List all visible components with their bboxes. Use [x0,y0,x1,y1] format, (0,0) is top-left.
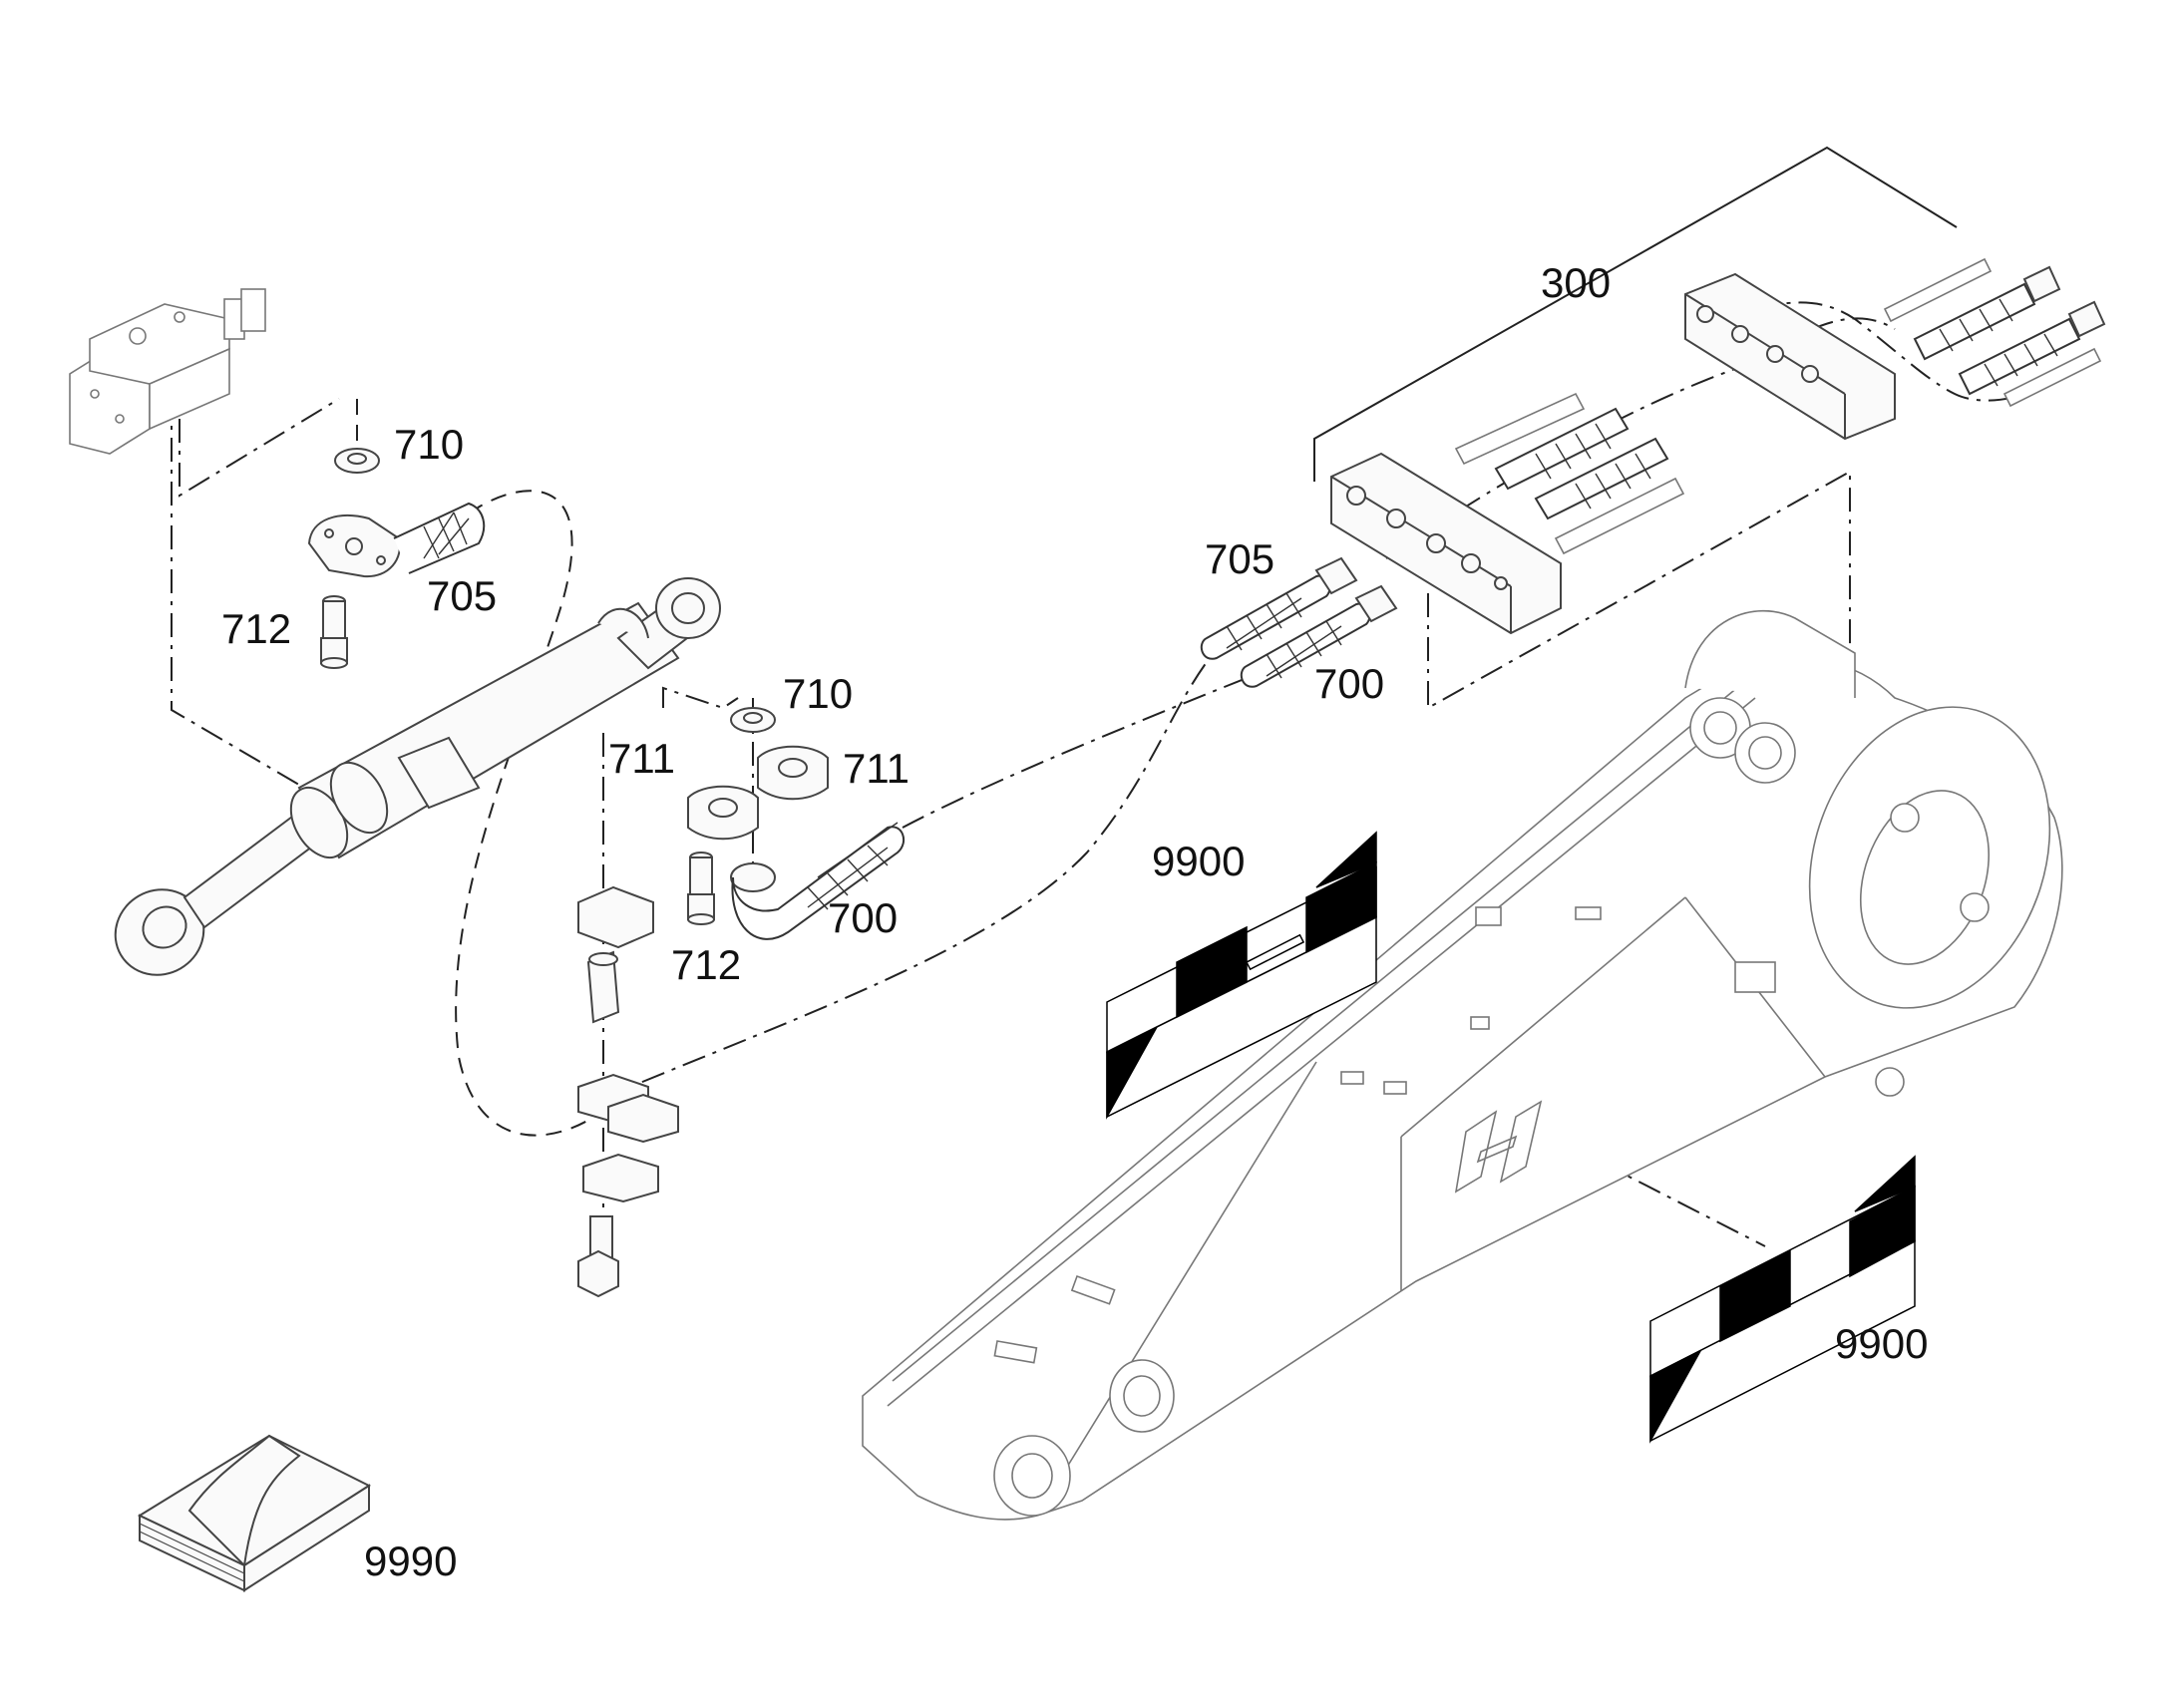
hose-700-routing-line [902,657,1297,829]
upper-block-hoses-line [1754,301,2075,402]
clamp-711-right [757,745,829,801]
hose-700-right [1240,584,1398,688]
label-9900-top: 9900 [1152,838,1245,884]
hose-routing-curve [455,490,609,1137]
clamp-stack [577,885,679,1298]
screw-712-left [320,595,348,669]
block-hoses [1454,392,1685,555]
clamp-711-left [687,785,759,841]
label-9990: 9990 [364,1537,457,1584]
label-705-left: 705 [427,572,497,619]
washer-710-left [334,448,380,474]
manual-book-icon [137,1434,372,1592]
part-labels: 300 710 705 712 710 711 711 700 712 705 … [221,259,1928,1584]
excavator-boom [862,609,2063,1521]
assembly-300-bracket [1313,146,1958,482]
decal-9900-top [1106,831,1377,1120]
valve-to-washer-line [179,398,340,498]
block-to-boom-line [1427,470,1851,710]
hose-routing-to-block [607,617,1248,1108]
label-300: 300 [1541,259,1611,306]
label-700-right: 700 [1314,660,1384,707]
boom-to-decal-line [1560,1141,1766,1247]
label-9900-bottom: 9900 [1835,1320,1928,1367]
valve-block [69,288,266,455]
label-711-right: 711 [843,745,909,792]
manifold-block-upper [1684,272,1896,441]
hose-705-right [1200,556,1358,660]
washer-710-center [730,707,776,733]
valve-to-cylinder-line [171,394,305,789]
cylinder-to-clamp-line [662,686,739,710]
label-712-center: 712 [671,941,741,988]
label-710-center: 710 [783,670,853,717]
screw-712-center [687,852,715,925]
label-710-left: 710 [394,421,464,468]
flange-705-left [307,502,486,578]
label-711-left: 711 [608,735,675,782]
manifold-block-lower [1330,452,1562,635]
label-712-left: 712 [221,605,291,652]
upper-right-hoses [1883,257,2106,408]
label-705-right: 705 [1205,535,1274,582]
label-700-center: 700 [828,894,898,941]
hose-700-center [730,822,906,940]
hydraulic-cylinder [114,577,721,976]
decal-9900-bottom [1649,1155,1916,1444]
